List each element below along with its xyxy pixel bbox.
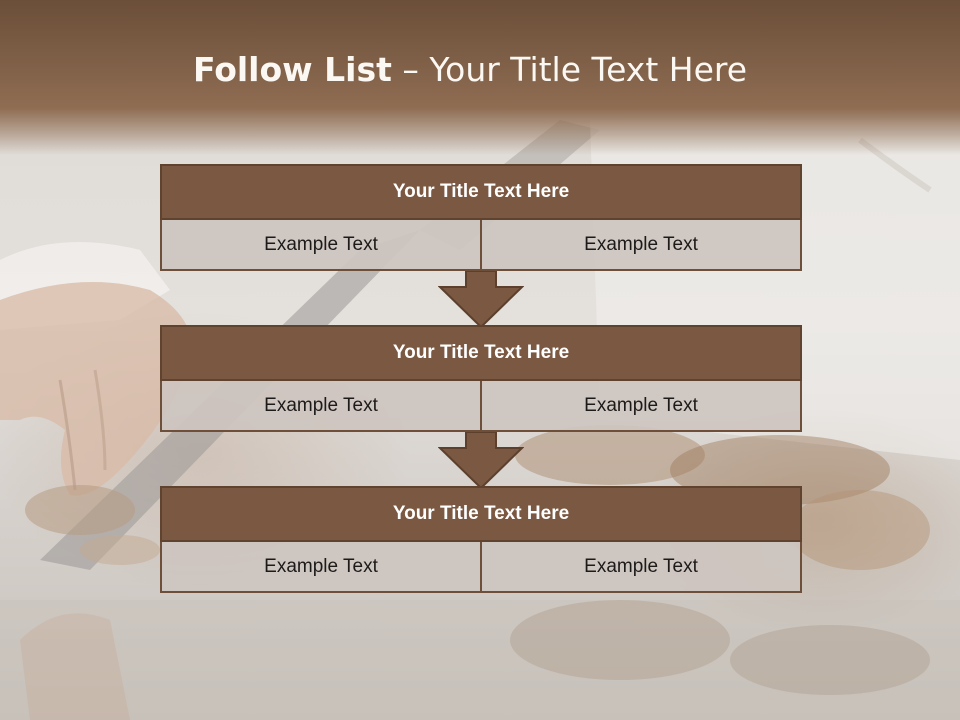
slide-title: Follow List – Your Title Text Here: [0, 50, 940, 89]
block-row: Example Text Example Text: [160, 220, 802, 271]
block-row: Example Text Example Text: [160, 542, 802, 593]
flow-block-1[interactable]: Your Title Text Here Example Text Exampl…: [160, 164, 802, 271]
block-title[interactable]: Your Title Text Here: [160, 325, 802, 381]
block-cell-right[interactable]: Example Text: [480, 220, 802, 271]
down-arrow-icon: [438, 432, 524, 490]
block-cell-left[interactable]: Example Text: [160, 220, 480, 271]
block-cell-right[interactable]: Example Text: [480, 381, 802, 432]
down-arrow-icon: [438, 271, 524, 329]
block-title[interactable]: Your Title Text Here: [160, 486, 802, 542]
block-cell-left[interactable]: Example Text: [160, 381, 480, 432]
block-row: Example Text Example Text: [160, 381, 802, 432]
title-band: [0, 0, 960, 155]
flow-block-3[interactable]: Your Title Text Here Example Text Exampl…: [160, 486, 802, 593]
block-cell-left[interactable]: Example Text: [160, 542, 480, 593]
title-bold-part: Follow List: [192, 50, 392, 89]
flow-block-2[interactable]: Your Title Text Here Example Text Exampl…: [160, 325, 802, 432]
block-cell-right[interactable]: Example Text: [480, 542, 802, 593]
title-regular-part: – Your Title Text Here: [391, 50, 748, 89]
block-title[interactable]: Your Title Text Here: [160, 164, 802, 220]
